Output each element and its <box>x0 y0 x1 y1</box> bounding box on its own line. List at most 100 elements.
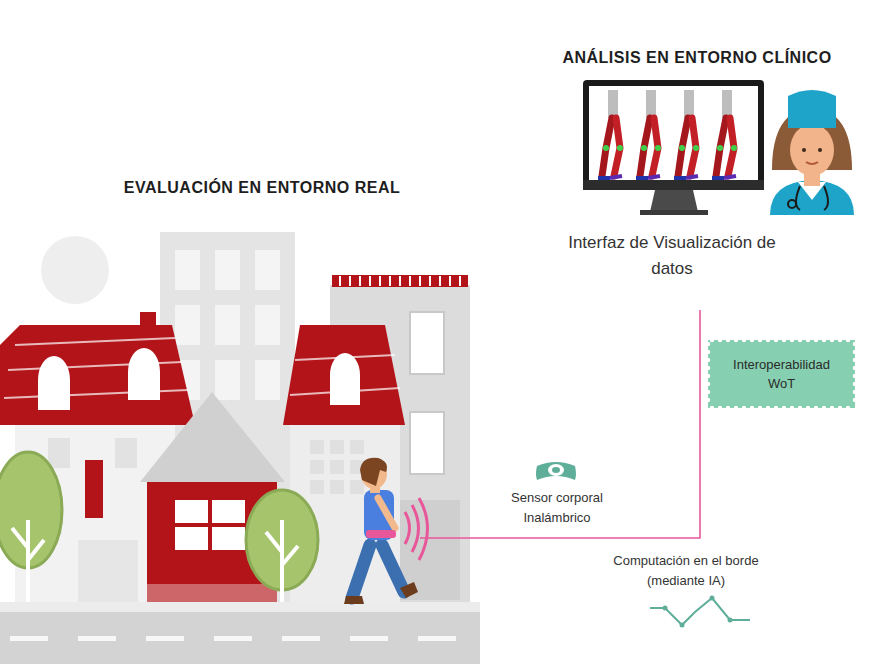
illustration-part <box>0 452 62 568</box>
gait-figure-part <box>598 176 610 180</box>
illustration-part <box>410 312 444 474</box>
illustration-part <box>366 530 396 538</box>
illustration-part <box>680 623 685 628</box>
wireless-sensor-icon <box>536 462 576 480</box>
illustration-part <box>349 276 351 286</box>
illustration-part <box>208 500 212 550</box>
gait-figure-part <box>722 90 732 118</box>
illustration-part <box>418 636 456 641</box>
component-label: Sensor corporal Inalámbrico <box>497 488 617 528</box>
stamp-notch <box>726 340 730 342</box>
illustration-part <box>650 190 698 212</box>
illustration-part <box>802 148 806 152</box>
stamp-notch <box>734 406 738 408</box>
illustration-part <box>78 540 138 602</box>
stamp-outline <box>708 340 855 408</box>
nurse-figure <box>770 90 854 215</box>
stamp-notch <box>708 358 710 362</box>
illustration-part <box>330 460 344 474</box>
stamp-notch <box>830 406 834 408</box>
stamp-notch <box>853 390 855 394</box>
box-text: Interoperabilidad WoT <box>722 355 841 393</box>
illustration-part <box>310 440 364 494</box>
illustration-part <box>410 312 444 374</box>
stamp-notch <box>734 340 738 342</box>
illustration-part <box>128 348 160 400</box>
illustration-part <box>283 325 405 425</box>
illustration-part: Interoperabilidad WoT <box>722 355 841 393</box>
stamp-notch <box>798 406 802 408</box>
illustration-part <box>360 458 387 486</box>
illustration-part <box>15 338 175 345</box>
illustration-part <box>0 602 480 664</box>
illustration-part <box>10 636 456 641</box>
illustration-part <box>389 276 391 286</box>
stamp-notch <box>782 340 786 342</box>
illustration-part <box>350 636 388 641</box>
gait-figure-part <box>679 145 685 151</box>
illustration-part <box>419 276 421 286</box>
stamp-notch <box>708 390 710 394</box>
illustration-part <box>400 582 418 598</box>
stamp-notch <box>710 406 714 408</box>
illustration-part <box>175 250 200 290</box>
gait-figure-part <box>731 145 737 151</box>
signal-wave-icon <box>650 598 750 625</box>
illustration-part <box>400 500 460 600</box>
illustration-part <box>175 250 280 400</box>
section-heading: EVALUACIÓN EN ENTORNO REAL <box>102 177 422 199</box>
illustration-part <box>12 520 44 602</box>
illustration-part <box>215 250 240 290</box>
stamp-notch <box>814 406 818 408</box>
gait-figure-part <box>610 176 622 178</box>
illustration-part <box>796 186 828 210</box>
walking-person <box>344 458 428 604</box>
illustration-part <box>310 440 324 454</box>
gait-figure-part <box>693 145 699 151</box>
illustration-part <box>0 602 480 612</box>
gait-figure-part <box>684 90 694 118</box>
illustration-part <box>146 636 184 641</box>
illustration-part <box>214 636 252 641</box>
illustration-part <box>48 438 70 468</box>
gait-figure-part <box>674 176 686 180</box>
gait-figure-part <box>603 145 609 151</box>
section-heading: ANÁLISIS EN ENTORNO CLÍNICO <box>537 47 857 69</box>
illustration-part <box>215 305 240 345</box>
stamp-notch <box>726 406 730 408</box>
illustration-part <box>548 464 564 476</box>
stamp-notch <box>750 406 754 408</box>
gait-figure-part <box>640 118 650 176</box>
illustration-part <box>4 338 188 398</box>
gait-figure-part <box>646 90 656 118</box>
illustration-part <box>710 596 715 601</box>
stamp-notch <box>853 366 855 370</box>
illustration-part <box>790 124 834 176</box>
stamp-notch <box>710 340 714 342</box>
stamp-notch <box>838 406 842 408</box>
stamp-notch <box>766 340 770 342</box>
illustration-part <box>255 250 280 290</box>
illustration-part <box>369 276 371 286</box>
stamp-notch <box>708 342 710 346</box>
stamp-notch <box>838 340 842 342</box>
stamp-notch <box>798 340 802 342</box>
illustration-part <box>215 360 240 400</box>
illustration-part <box>429 276 431 286</box>
illustration-part <box>818 148 822 152</box>
illustration-part <box>310 460 324 474</box>
illustration-part <box>409 276 411 286</box>
illustration-part <box>140 312 156 326</box>
stamp-notch <box>782 406 786 408</box>
illustration-part <box>350 440 364 454</box>
illustration-part <box>350 480 364 494</box>
illustration-part <box>330 440 344 454</box>
illustration-part <box>4 390 188 398</box>
illustration-part <box>400 500 460 600</box>
stamp-notch <box>708 366 710 370</box>
gait-figure-part <box>678 118 688 176</box>
stamp-notch <box>766 406 770 408</box>
stamp-notch <box>846 340 850 342</box>
stamp-notch <box>742 340 746 342</box>
stamp-notch <box>806 406 810 408</box>
